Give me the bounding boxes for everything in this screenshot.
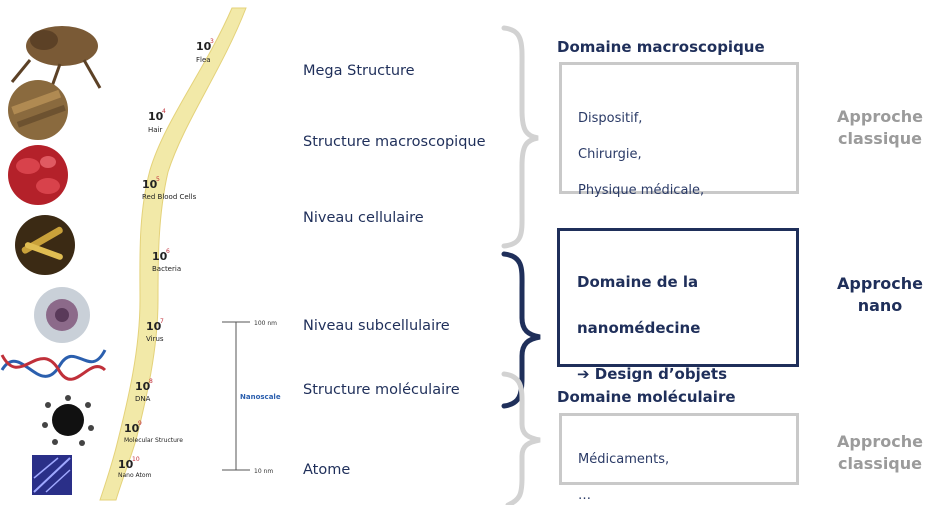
nanoscale-ruler: 100 nm 10 nm Nanoscale [222, 320, 281, 475]
scale-label-7: Molecular Structure [124, 437, 183, 444]
red-blood-cells-image [8, 145, 68, 205]
scale-label-1: Flea [196, 56, 211, 64]
scale-exp-4: 10 [152, 250, 168, 263]
scale-exp-3: 10 [142, 178, 158, 191]
scale-label-4: Bacteria [152, 265, 181, 273]
approach-nano: Approche nano [820, 273, 940, 317]
scale-curve [99, 7, 247, 501]
bacteria-image [15, 215, 75, 275]
scale-exp-5: 10 [146, 320, 162, 333]
flea-image [10, 26, 102, 93]
macro-item: Chirurgie, [578, 147, 642, 162]
scale-exp-7: 10 [124, 422, 140, 435]
level-cellular: Niveau cellulaire [303, 210, 424, 226]
scale-exp-1: 10 [196, 40, 212, 53]
molecular-item: … [578, 488, 591, 503]
macro-domain-box: Dispositif, Chirurgie, Physique médicale… [559, 62, 799, 234]
nano-atom-image [32, 455, 72, 495]
macro-domain-items: Dispositif, Chirurgie, Physique médicale… [562, 65, 796, 254]
molecular-structure-image [42, 395, 94, 446]
scale-sup-3: 5 [156, 176, 160, 183]
bracket-macro [501, 25, 539, 249]
scale-exp-2: 10 [148, 110, 164, 123]
approach-word: Approche [837, 274, 923, 293]
scale-sup-6: 8 [149, 378, 153, 385]
level-subcellular: Niveau subcellulaire [303, 318, 450, 334]
level-atom: Atome [303, 462, 351, 478]
nano-domain-text: Domaine de la nanomédecine ➔ Design d’ob… [560, 231, 796, 409]
nanoscale-label: Nanoscale [240, 393, 281, 401]
molecular-domain-title: Domaine moléculaire [557, 388, 736, 406]
scale-sup-8: 10 [132, 456, 140, 463]
scale-sup-7: 9 [138, 420, 142, 427]
scale-sup-5: 7 [160, 318, 164, 325]
approach-classic-top: Approche classique [820, 106, 940, 150]
macro-item: Dispositif, [578, 111, 643, 126]
approach-word: Approche [837, 107, 923, 126]
nano-domain-box: Domaine de la nanomédecine ➔ Design d’ob… [557, 228, 799, 383]
nano-line: nanomédecine [577, 319, 701, 337]
nano-line: ➔ Design d’objets [577, 365, 728, 383]
scale-exp-8: 10 [118, 458, 134, 471]
approach-word: classique [838, 129, 922, 148]
macro-domain-title: Domaine macroscopique [557, 38, 765, 56]
ruler-top-tick: 100 nm [254, 320, 277, 327]
scale-sup-1: 3 [210, 38, 214, 45]
macro-item: Physique médicale, [578, 183, 705, 198]
hair-image [8, 80, 68, 140]
scale-sup-4: 6 [166, 248, 170, 255]
scale-exp-6: 10 [135, 380, 151, 393]
level-molecular-structure: Structure moléculaire [303, 382, 460, 398]
virus-image [34, 287, 90, 343]
scale-illustration: 10 3 Flea 10 4 Hair 10 5 Red Blood Cells… [0, 7, 281, 501]
approach-word: Approche [837, 432, 923, 451]
approach-classic-bottom: Approche classique [820, 431, 940, 475]
scale-label-3: Red Blood Cells [142, 193, 197, 201]
dna-image [0, 349, 107, 381]
scale-label-6: DNA [135, 395, 151, 403]
approach-word: nano [857, 296, 903, 315]
molecular-domain-box: Médicaments, … [559, 413, 799, 503]
molecular-item: Médicaments, [578, 452, 670, 467]
ruler-bottom-tick: 10 nm [254, 468, 273, 475]
scale-sup-2: 4 [162, 108, 166, 115]
level-mega-structure: Mega Structure [303, 63, 415, 79]
nano-line: Domaine de la [577, 273, 699, 291]
scale-label-5: Virus [146, 335, 164, 343]
bracket-molecular [501, 371, 541, 505]
brackets [501, 25, 541, 505]
approach-word: classique [838, 454, 922, 473]
level-macroscopic-structure: Structure macroscopique [303, 134, 486, 150]
molecular-domain-items: Médicaments, … [562, 416, 796, 523]
scale-label-8: Nano Atom [118, 472, 152, 479]
scale-label-2: Hair [148, 126, 162, 134]
